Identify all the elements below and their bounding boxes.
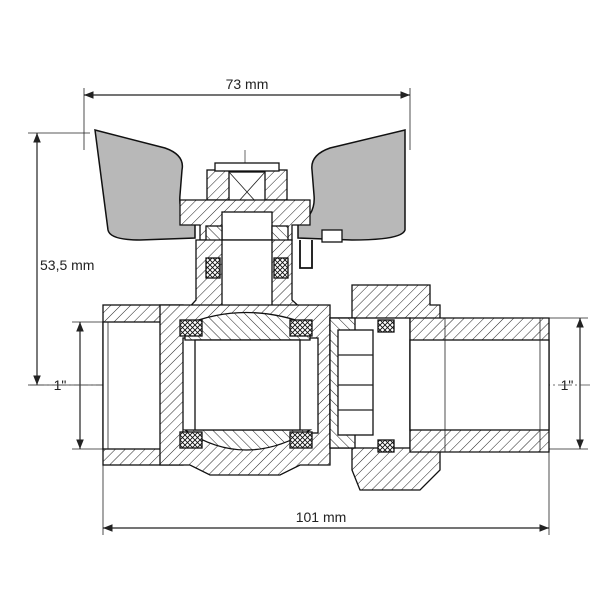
length-bottom-label: 101 mm — [296, 509, 347, 525]
dimension-thread-right: 1" — [545, 317, 588, 450]
right-pipe-end — [409, 317, 550, 453]
bonnet — [179, 199, 343, 269]
stem-neck — [183, 239, 307, 313]
dimension-thread-left: 1" — [54, 321, 108, 450]
dimension-width-top: 73 mm — [83, 76, 411, 150]
dimension-length-bottom: 101 mm — [102, 452, 550, 535]
dimension-height-left: 53,5 mm — [28, 132, 105, 386]
width-top-label: 73 mm — [226, 76, 269, 92]
stem-nut — [206, 162, 288, 213]
ball — [179, 311, 313, 451]
butterfly-handle — [94, 128, 406, 241]
height-left-label: 53,5 mm — [40, 257, 94, 273]
